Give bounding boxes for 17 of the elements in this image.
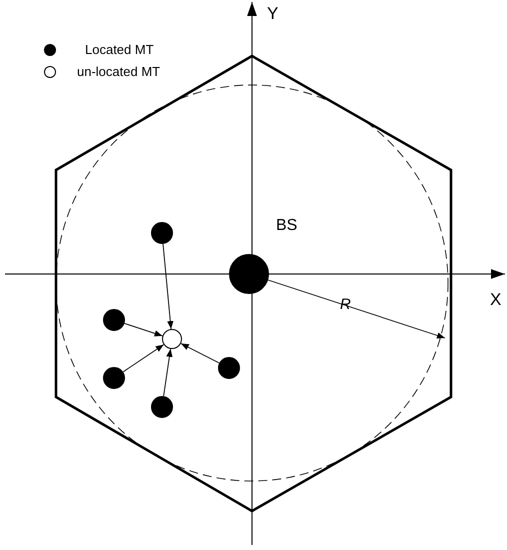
arrow (124, 322, 163, 336)
legend-text: un-located MT (77, 65, 160, 78)
located-mt-dot (151, 222, 173, 244)
located-mt-dot (218, 357, 240, 379)
arrow (162, 244, 174, 330)
arrow (180, 343, 220, 364)
located-mt-dot (103, 309, 125, 331)
axis-label: Y (267, 5, 278, 22)
legend-text: Located MT (85, 43, 154, 56)
node-label: BS (276, 218, 298, 234)
base-station-dot (229, 254, 269, 294)
unlocated-mt-dot (162, 329, 182, 349)
axis-label: X (490, 291, 502, 308)
arrow (163, 348, 173, 397)
located-mt-dot (103, 367, 125, 389)
located-mt-dot (151, 396, 173, 418)
arrow (122, 344, 164, 372)
